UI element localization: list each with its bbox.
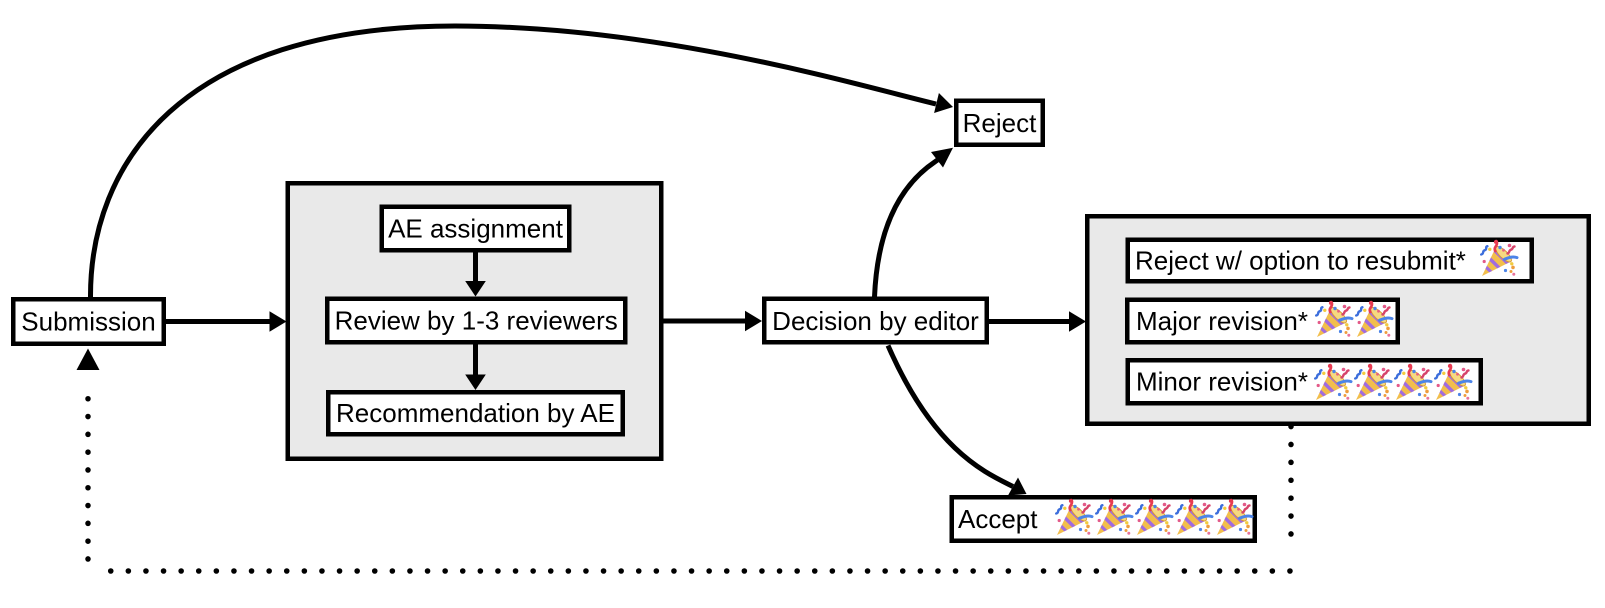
svg-text:Major revision*: Major revision* bbox=[1136, 306, 1308, 336]
svg-text:AE assignment: AE assignment bbox=[388, 214, 564, 244]
svg-text:Reject: Reject bbox=[963, 108, 1037, 138]
svg-text:Minor revision*: Minor revision* bbox=[1136, 367, 1308, 397]
svg-text:Decision by editor: Decision by editor bbox=[772, 306, 979, 336]
svg-text:Accept: Accept bbox=[958, 504, 1038, 534]
svg-text:Review by 1-3 reviewers: Review by 1-3 reviewers bbox=[335, 306, 618, 336]
svg-text:Reject w/ option to resubmit*: Reject w/ option to resubmit* bbox=[1135, 246, 1466, 276]
svg-text:Submission: Submission bbox=[21, 307, 155, 337]
svg-text:Recommendation by AE: Recommendation by AE bbox=[336, 398, 615, 428]
